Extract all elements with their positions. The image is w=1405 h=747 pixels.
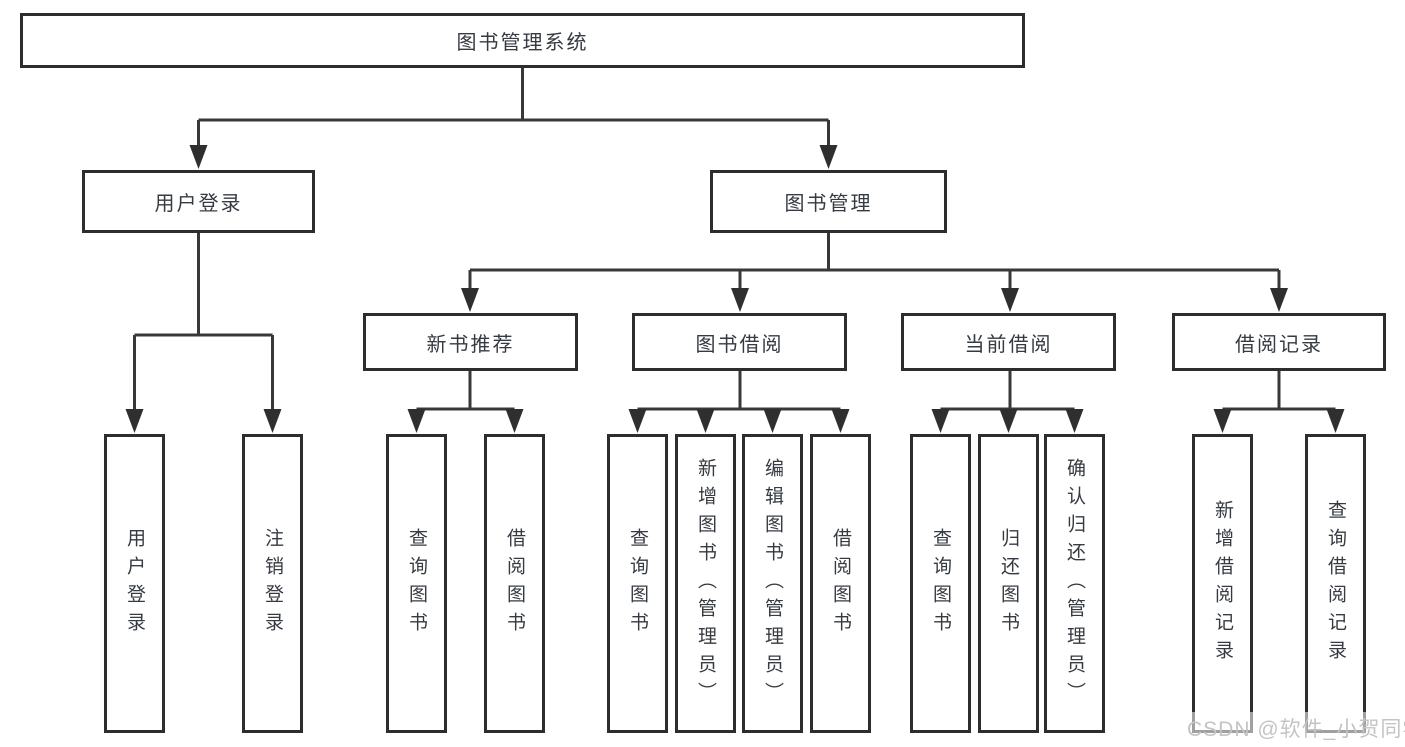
arrowhead-down-icon	[819, 145, 838, 169]
leaf-borrow-borrow-books: 借阅图书	[810, 434, 871, 733]
leaf-current-confirm-return-admin: 确认归还（管理员）	[1044, 434, 1105, 733]
arrowhead-down-icon	[1270, 288, 1288, 312]
node-borrowing-records: 借阅记录	[1172, 313, 1386, 371]
arrowhead-down-icon	[628, 409, 647, 433]
arrowhead-down-icon	[505, 409, 524, 433]
connector-records-branch	[1222, 371, 1336, 411]
node-current-borrowing: 当前借阅	[901, 313, 1116, 371]
leaf-borrow-add-books-admin: 新增图书（管理员）	[675, 434, 736, 733]
leaf-newrec-query-books: 查询图书	[386, 434, 447, 733]
arrowhead-down-icon	[1065, 409, 1084, 433]
connector-user-login-branch	[133, 233, 274, 410]
leaf-records-query-record: 查询借阅记录	[1305, 434, 1366, 733]
arrowhead-down-icon	[461, 288, 479, 312]
watermark: CSDN @软件_小贺同学	[1183, 712, 1405, 744]
leaf-newrec-borrow-books: 借阅图书	[484, 434, 545, 733]
leaf-borrow-query-books: 查询图书	[607, 434, 668, 733]
node-new-book-recommend: 新书推荐	[363, 313, 578, 371]
arrowhead-down-icon	[731, 288, 749, 312]
arrowhead-down-icon	[1001, 288, 1019, 312]
leaf-borrow-edit-books-admin: 编辑图书（管理员）	[742, 434, 803, 733]
connector-new-book-branch	[416, 371, 515, 411]
connector-book-borrow-branch	[637, 371, 841, 411]
node-library-system: 图书管理系统	[20, 13, 1025, 68]
leaf-user-login: 用户登录	[104, 434, 165, 733]
connector-root-to-level2	[197, 68, 830, 146]
leaf-records-add-record: 新增借阅记录	[1192, 434, 1253, 733]
arrowhead-down-icon	[189, 145, 208, 169]
arrowhead-down-icon	[407, 409, 426, 433]
connector-current-borrow-branch	[940, 371, 1075, 411]
leaf-logout: 注销登录	[242, 434, 303, 733]
arrowhead-down-icon	[1326, 409, 1345, 433]
arrowhead-down-icon	[263, 409, 282, 433]
arrowhead-down-icon	[999, 409, 1018, 433]
arrowhead-down-icon	[696, 409, 715, 433]
node-user-login: 用户登录	[82, 170, 315, 233]
arrowhead-down-icon	[831, 409, 850, 433]
arrowhead-down-icon	[125, 409, 144, 433]
arrowhead-down-icon	[931, 409, 950, 433]
connector-book-mgmt-branch	[468, 233, 1281, 289]
arrowhead-down-icon	[763, 409, 782, 433]
node-book-borrowing: 图书借阅	[632, 313, 847, 371]
node-book-management: 图书管理	[710, 170, 947, 233]
leaf-current-return-books: 归还图书	[978, 434, 1039, 733]
arrowhead-down-icon	[1213, 409, 1232, 433]
leaf-current-query-books: 查询图书	[910, 434, 971, 733]
